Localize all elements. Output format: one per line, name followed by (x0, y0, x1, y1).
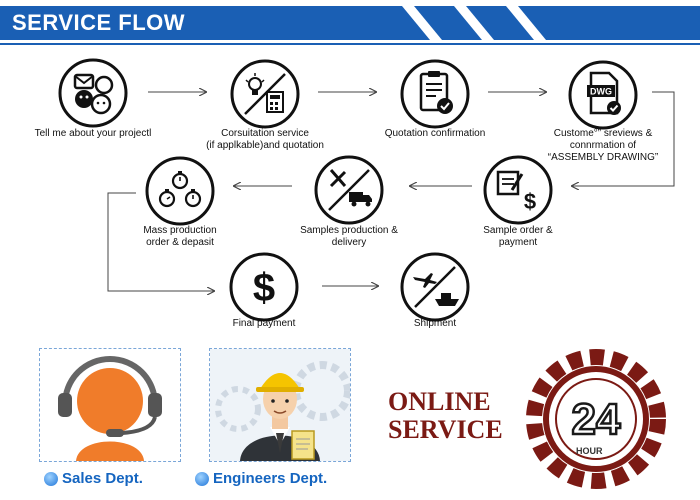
headset-avatar-icon (58, 356, 162, 461)
sales-dept-link[interactable]: Sales Dept. (44, 470, 143, 487)
step-tell-project (57, 57, 129, 134)
service-line: SERVICE (388, 415, 503, 444)
step-samples-production (313, 154, 385, 231)
order-dollar-icon: $ (483, 155, 553, 225)
dollar-icon: $ (229, 252, 299, 322)
step-mass-production (144, 155, 216, 232)
globe-icon (44, 471, 58, 486)
dwg-document-icon: DWG (568, 60, 638, 130)
page-title: SERVICE FLOW (12, 10, 186, 35)
step-label: Final payment (232, 318, 296, 329)
plane-ship-icon (400, 252, 470, 322)
step-label: Tell me about your projectl (34, 128, 152, 139)
engineers-dept-card[interactable] (209, 348, 351, 462)
step-sample-order: $ (482, 154, 554, 231)
step-label: Samples production &delivery (300, 225, 398, 248)
step-label: Sample order &payment (483, 225, 553, 248)
svg-text:$: $ (253, 266, 275, 310)
globe-icon (195, 471, 209, 486)
svg-text:DWG: DWG (590, 87, 612, 97)
step-shipment (399, 251, 471, 328)
step-final-payment: $ (228, 251, 300, 328)
step-consultation (229, 58, 301, 135)
hour-label: HOUR (576, 446, 603, 456)
sales-dept-label: Sales Dept. (62, 470, 143, 487)
online-service-text: ONLINE SERVICE (388, 388, 503, 444)
step-label: Custome°” sreviews &connrmation of“ASSEM… (547, 128, 659, 163)
step-label: Quotation confirmation (384, 128, 486, 139)
svg-text:$: $ (524, 189, 536, 214)
idea-calculator-icon (230, 59, 300, 129)
stopwatches-icon (145, 156, 215, 226)
online-line: ONLINE (388, 387, 491, 416)
engineer-avatar-icon (210, 349, 350, 461)
engineers-dept-link[interactable]: Engineers Dept. (195, 470, 327, 487)
step-label: Corsuitation service(if applkable)and qu… (206, 128, 324, 151)
tools-truck-icon (314, 155, 384, 225)
engineers-dept-label: Engineers Dept. (213, 470, 328, 487)
clipboard-check-icon (400, 59, 470, 129)
step-drawing-review: DWG (567, 59, 639, 136)
chat-bubbles-icon (58, 58, 128, 128)
step-quotation (399, 58, 471, 135)
step-label: Shipment (413, 318, 457, 329)
hours-number: 24 (572, 395, 621, 444)
sales-dept-card[interactable] (39, 348, 181, 462)
gear-24-hour-icon: 24 (526, 349, 666, 489)
header-banner (0, 6, 700, 45)
